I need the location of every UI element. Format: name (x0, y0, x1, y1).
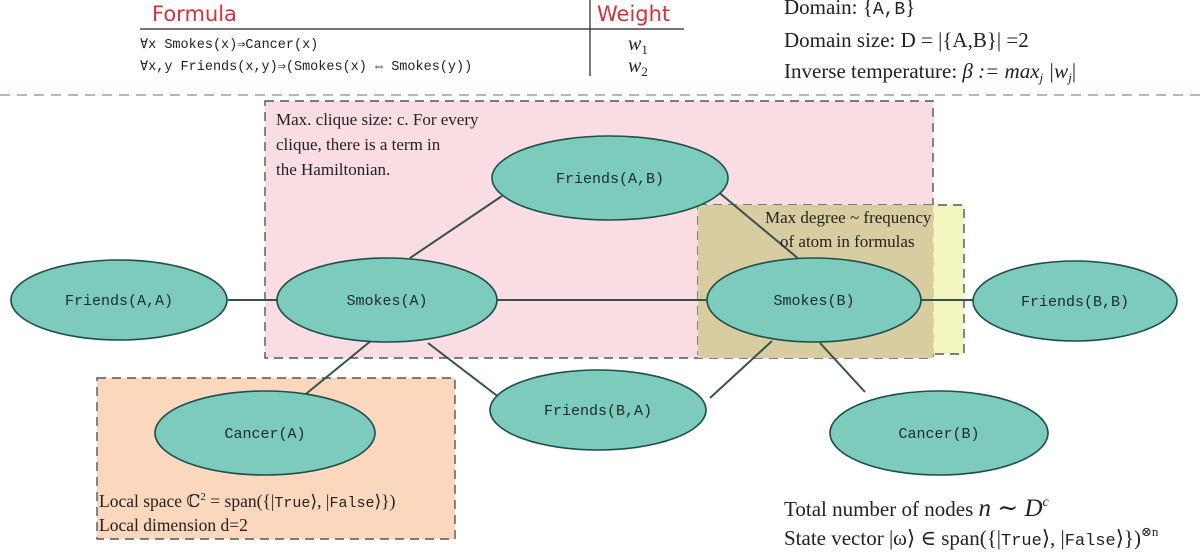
formula-table: Formula Weight ∀x Smokes(x)⇒Cancer(x) w1… (140, 0, 684, 79)
state-vector-sup: ⊗n (1141, 524, 1159, 539)
weight-row-2: w2 (628, 55, 648, 79)
domain-size-line: Domain size: D = |{A,B}| =2 (784, 28, 1029, 52)
domain-line: Domain: {A,B} (784, 0, 915, 20)
weight-subscript: 2 (641, 64, 648, 79)
node-label: Smokes(A) (346, 293, 427, 310)
weight-symbol: w (628, 55, 642, 77)
node-cancer-b: Cancer(B) (829, 390, 1049, 476)
node-shape (706, 257, 922, 343)
state-vector-prefix: State vector |ω⟩ ∈ span({| (784, 526, 1001, 550)
total-nodes-line: Total number of nodes n ∼ Dc (784, 495, 1050, 522)
node-label: Smokes(B) (773, 293, 854, 310)
edge-smokes-a-friends-ab (409, 195, 503, 259)
clique-line-1: Max. clique size: c. For every (276, 110, 479, 129)
domain-suffix: } (905, 0, 915, 19)
domain-value: A,B (873, 0, 906, 20)
edge-smokes-a-cancer-a (300, 339, 373, 399)
formula-header: Formula (152, 2, 237, 26)
inverse-temperature-line: Inverse temperature: β := maxj |wj| (784, 59, 1076, 85)
node-shape (972, 260, 1178, 342)
edge-friends-ba-smokes-b (709, 340, 773, 399)
clique-line-3: the Hamiltonian. (276, 160, 390, 179)
clique-line-2: clique, there is a term in (276, 135, 441, 154)
local-dimension-line: Local dimension d=2 (99, 515, 248, 535)
local-space-line: Local space ℂ2 = span({|True⟩, |False⟩}) (99, 491, 396, 512)
node-label: Friends(B,B) (1021, 294, 1129, 311)
state-vector-end: ⟩}) (1116, 526, 1141, 550)
node-friends-bb: Friends(B,B) (972, 260, 1178, 342)
inverse-temperature-sub: j (1038, 70, 1044, 85)
node-shape (491, 135, 729, 221)
degree-line-1: Max degree ~ frequency (765, 208, 932, 227)
local-space-true: True (274, 495, 310, 512)
node-cancer-a: Cancer(A) (154, 390, 376, 476)
state-vector-line: State vector |ω⟩ ∈ span({|True⟩, |False⟩… (784, 524, 1159, 551)
node-label: Friends(B,A) (544, 403, 652, 420)
node-label: Friends(A,B) (556, 171, 664, 188)
total-nodes-sup: c (1043, 495, 1050, 510)
node-shape (154, 390, 376, 476)
formula-row-2: ∀x,y Friends(x,y)⇒(Smokes(x) ⇔ Smokes(y)… (140, 60, 472, 75)
inverse-temperature-tail: |w (1043, 59, 1068, 83)
weight-symbol: w (628, 33, 642, 55)
domain-prefix: Domain: { (784, 0, 873, 19)
node-label: Cancer(B) (898, 426, 979, 443)
inverse-temperature-expr: β := max (961, 59, 1040, 83)
node-shape (829, 390, 1049, 476)
local-space-annotation: Local space ℂ2 = span({|True⟩, |False⟩})… (99, 491, 396, 535)
node-smokes-b: Smokes(B) (706, 257, 922, 343)
total-nodes-prefix: Total number of nodes (784, 497, 979, 521)
node-friends-ba: Friends(B,A) (489, 369, 707, 451)
formula-row-1: ∀x Smokes(x)⇒Cancer(x) (140, 38, 318, 53)
node-label: Friends(A,A) (65, 293, 173, 310)
local-space-mid: ⟩, | (310, 491, 329, 511)
inverse-temperature-prefix: Inverse temperature: (784, 59, 962, 83)
weight-header: Weight (597, 2, 670, 26)
state-vector-mid: ⟩, | (1042, 526, 1065, 550)
weight-subscript: 1 (641, 42, 648, 57)
node-friends-aa: Friends(A,A) (10, 259, 228, 341)
node-shape (489, 369, 707, 451)
inverse-temperature-end: | (1072, 59, 1076, 83)
local-space-sup: 2 (200, 491, 206, 503)
node-label: Cancer(A) (224, 426, 305, 443)
clique-annotation: Max. clique size: c. For every clique, t… (276, 110, 479, 179)
local-space-false: False (329, 495, 374, 512)
node-friends-ab: Friends(A,B) (491, 135, 729, 221)
edge-smokes-b-cancer-b (819, 342, 866, 393)
degree-line-2: of atom in formulas (780, 232, 915, 251)
edge-smokes-a-friends-ba (427, 342, 501, 399)
local-space-rest: = span({| (206, 491, 274, 511)
node-smokes-a: Smokes(A) (276, 257, 498, 343)
node-shape (10, 259, 228, 341)
weight-row-1: w1 (628, 33, 648, 57)
state-vector-true: True (1001, 532, 1042, 551)
domain-info: Domain: {A,B} Domain size: D = |{A,B}| =… (784, 0, 1076, 85)
total-nodes-expr: n ∼ D (979, 495, 1043, 522)
node-shape (276, 257, 498, 343)
totals-annotation: Total number of nodes n ∼ Dc State vecto… (784, 495, 1159, 551)
local-space-prefix: Local space ℂ (99, 491, 200, 511)
local-space-end: ⟩}) (374, 491, 395, 511)
degree-annotation: Max degree ~ frequency of atom in formul… (765, 208, 932, 251)
state-vector-false: False (1065, 532, 1116, 551)
inverse-temperature-tail-sub: j (1066, 70, 1072, 85)
